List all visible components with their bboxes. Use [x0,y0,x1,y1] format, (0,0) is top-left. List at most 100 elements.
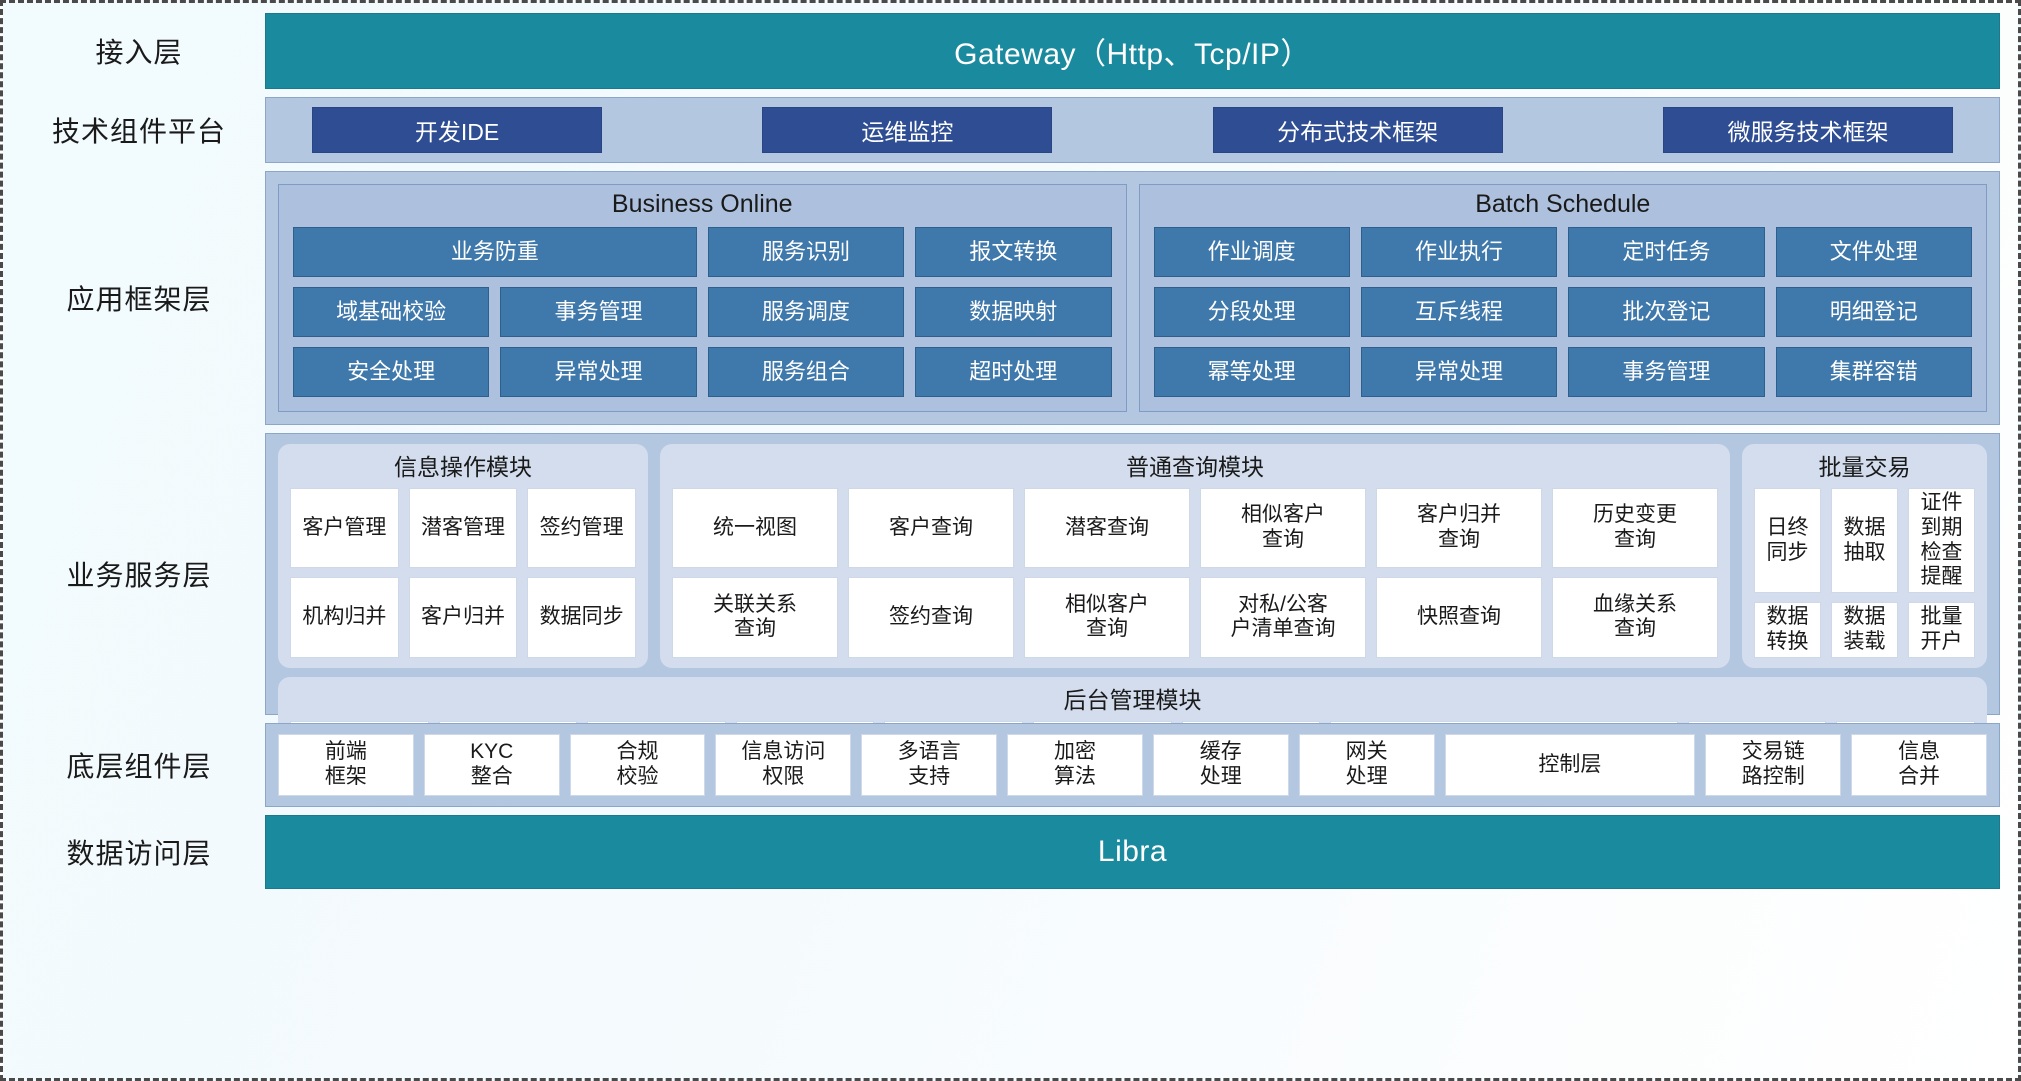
cell-fuwudiaodu[interactable]: 服务调度 [707,286,905,337]
tech-item-ops-monitor[interactable]: 运维监控 [762,107,1053,153]
app-framework-panel: Business Online 业务防重 服务识别 报文转换 域基础校验 事务管… [265,171,2000,425]
libra-bar: Libra [265,815,2000,889]
cell-yujichuxiaoyan[interactable]: 域基础校验 [293,286,490,337]
cell-kehuchaxun[interactable]: 客户查询 [848,488,1014,569]
cell-jiaoyilianlukongzhi[interactable]: 交易链路控制 [1705,734,1842,796]
module-title-common-query: 普通查询模块 [1126,454,1264,480]
cell-qiankechaxun[interactable]: 潜客查询 [1024,488,1190,569]
batch-schedule-row-1: 作业调度 作业执行 定时任务 文件处理 [1153,226,1972,277]
cell-shujuyingshe[interactable]: 数据映射 [915,286,1112,337]
cell-mingxidengji[interactable]: 明细登记 [1775,286,1972,337]
cell-lishibiangengchaxun[interactable]: 历史变更查询 [1552,488,1718,569]
tech-item-distributed-framework[interactable]: 分布式技术框架 [1212,107,1503,153]
layer-app-framework: 应用框架层 Business Online 业务防重 服务识别 报文转换 域基础… [13,171,2000,425]
module-title-batch-transaction: 批量交易 [1818,454,1911,480]
cell-xinxihebing[interactable]: 信息合并 [1851,734,1987,796]
cell-shujuzhuangzai[interactable]: 数据装载 [1831,602,1898,658]
cell-rizhongtongbu[interactable]: 日终同步 [1754,488,1821,594]
cell-duisigongkehuqingdanchaxun[interactable]: 对私/公客户清单查询 [1200,577,1366,658]
cell-tongyishitu[interactable]: 统一视图 [672,488,838,569]
tech-platform-panel: 开发IDE 运维监控 分布式技术框架 微服务技术框架 [265,97,2000,163]
layer-business-service: 业务服务层 信息操作模块 客户管理 潜客管理 签约管理 [13,433,2000,787]
cell-baowenzhuanhuan[interactable]: 报文转换 [915,226,1112,277]
query-module-row-1: 统一视图 客户查询 潜客查询 相似客户查询 客户归并查询 历史变更查询 [672,488,1718,569]
module-title-info-operation: 信息操作模块 [394,454,532,480]
tech-item-ide[interactable]: 开发IDE [312,107,602,153]
cell-xiangsikehuchaxun-1[interactable]: 相似客户查询 [1200,488,1366,569]
batch-module-row-1: 日终同步 数据抽取 证件到期检查提醒 [1754,488,1975,594]
layer-access: 接入层 Gateway（Http、Tcp/IP） [13,13,2000,89]
cell-shujuchouqu[interactable]: 数据抽取 [1831,488,1898,594]
cell-shujuzhuanhuan[interactable]: 数据转换 [1754,602,1821,658]
business-online-row-2: 域基础校验 事务管理 服务调度 数据映射 [293,286,1112,337]
cell-fuwuzuhe[interactable]: 服务组合 [707,346,905,398]
cell-shiwuguanli[interactable]: 事务管理 [500,286,697,337]
group-batch-schedule: Batch Schedule 作业调度 作业执行 定时任务 文件处理 分段处理 … [1138,184,1987,412]
cell-qianyueguanli[interactable]: 签约管理 [527,488,637,569]
module-common-query: 普通查询模块 统一视图 客户查询 潜客查询 相似客户查询 客户归并查询 历史变更… [660,444,1730,668]
group-title-business-online: Business Online [611,190,793,218]
cell-shiwuguanli-batch[interactable]: 事务管理 [1568,346,1765,398]
cell-yewufangzhong[interactable]: 业务防重 [293,226,697,277]
layer-data-access: 数据访问层 Libra [13,815,2000,889]
cell-kuaizhaochaxun[interactable]: 快照查询 [1376,577,1542,658]
cell-jigouguibing[interactable]: 机构归并 [290,577,399,658]
cell-kehuguanli[interactable]: 客户管理 [290,488,399,569]
cell-kehuguibing[interactable]: 客户归并 [408,577,518,658]
query-module-row-2: 关联关系查询 签约查询 相似客户查询 对私/公客户清单查询 快照查询 血缘关系查… [672,577,1718,658]
layer-label-base-components: 底层组件层 [66,751,212,782]
cell-kongzhiceng[interactable]: 控制层 [1444,734,1696,796]
cell-chaoshichuli[interactable]: 超时处理 [915,346,1112,398]
cell-duoyuyanzhichi[interactable]: 多语言支持 [861,734,998,796]
cell-zuoyezhixing[interactable]: 作业执行 [1360,226,1558,277]
cell-picidengji[interactable]: 批次登记 [1568,286,1765,337]
cell-jiamisuanfa[interactable]: 加密算法 [1007,734,1143,796]
cell-yichangchuli-online[interactable]: 异常处理 [500,346,697,398]
cell-shujutongbu[interactable]: 数据同步 [527,577,637,658]
cell-fuwushibie[interactable]: 服务识别 [707,226,905,277]
cell-guanlianguanxichaxun[interactable]: 关联关系查询 [672,577,838,658]
tech-item-microservice-framework[interactable]: 微服务技术框架 [1662,107,1953,153]
cell-wenjianchuli[interactable]: 文件处理 [1775,226,1972,277]
cell-dingshirenwu[interactable]: 定时任务 [1568,226,1765,277]
cell-xueyuanguanxichaxun[interactable]: 血缘关系查询 [1552,577,1718,658]
cell-zuoyediaodu[interactable]: 作业调度 [1153,226,1350,277]
gateway-bar: Gateway（Http、Tcp/IP） [265,13,2000,89]
cell-jiqunrongcuo[interactable]: 集群容错 [1775,346,1972,398]
layer-label-tech-platform: 技术组件平台 [51,116,226,147]
cell-midengchuli[interactable]: 幂等处理 [1153,346,1350,398]
business-service-panel: 信息操作模块 客户管理 潜客管理 签约管理 机构归并 客户归并 数据同步 [265,433,2000,787]
layer-label-app-framework: 应用框架层 [66,284,212,315]
cell-hegui-xiaoyan[interactable]: 合规校验 [569,734,706,796]
layer-label-access: 接入层 [95,37,183,68]
cell-xinxifangwenquanxian[interactable]: 信息访问权限 [715,734,852,796]
group-title-batch-schedule: Batch Schedule [1475,190,1651,218]
batch-schedule-row-3: 幂等处理 异常处理 事务管理 集群容错 [1153,346,1972,398]
cell-zhengjiandaoqijianchatixing[interactable]: 证件到期检查提醒 [1908,488,1975,594]
batch-module-row-2: 数据转换 数据装载 批量开户 [1754,602,1975,658]
cell-wangguanchuli[interactable]: 网关处理 [1298,734,1435,796]
batch-schedule-row-2: 分段处理 互斥线程 批次登记 明细登记 [1153,286,1972,337]
cell-qianduankuangjia[interactable]: 前端框架 [278,734,414,796]
group-business-online: Business Online 业务防重 服务识别 报文转换 域基础校验 事务管… [278,184,1127,412]
cell-huchixiancheng[interactable]: 互斥线程 [1360,286,1558,337]
cell-yichangchuli-batch[interactable]: 异常处理 [1360,346,1558,398]
cell-qianyuechaxun[interactable]: 签约查询 [848,577,1014,658]
info-module-row-1: 客户管理 潜客管理 签约管理 [290,488,637,569]
module-batch-transaction: 批量交易 日终同步 数据抽取 证件到期检查提醒 数据转换 数据装载 批量开户 [1742,444,1987,668]
business-online-row-3: 安全处理 异常处理 服务组合 超时处理 [293,346,1112,398]
cell-piliangkaihu[interactable]: 批量开户 [1908,602,1975,658]
info-module-row-2: 机构归并 客户归并 数据同步 [290,577,637,658]
cell-anquanchuli[interactable]: 安全处理 [293,346,490,398]
cell-xiangsikehuchaxun-2[interactable]: 相似客户查询 [1024,577,1190,658]
cell-kehuguibingchaxun[interactable]: 客户归并查询 [1376,488,1542,569]
cell-fenduanchuli[interactable]: 分段处理 [1153,286,1350,337]
cell-qiankeguanli[interactable]: 潜客管理 [408,488,518,569]
module-info-operation: 信息操作模块 客户管理 潜客管理 签约管理 机构归并 客户归并 数据同步 [278,444,648,668]
layer-tech-platform: 技术组件平台 开发IDE 运维监控 分布式技术框架 微服务技术框架 [13,97,2000,163]
cell-huancunchuli[interactable]: 缓存处理 [1152,734,1289,796]
